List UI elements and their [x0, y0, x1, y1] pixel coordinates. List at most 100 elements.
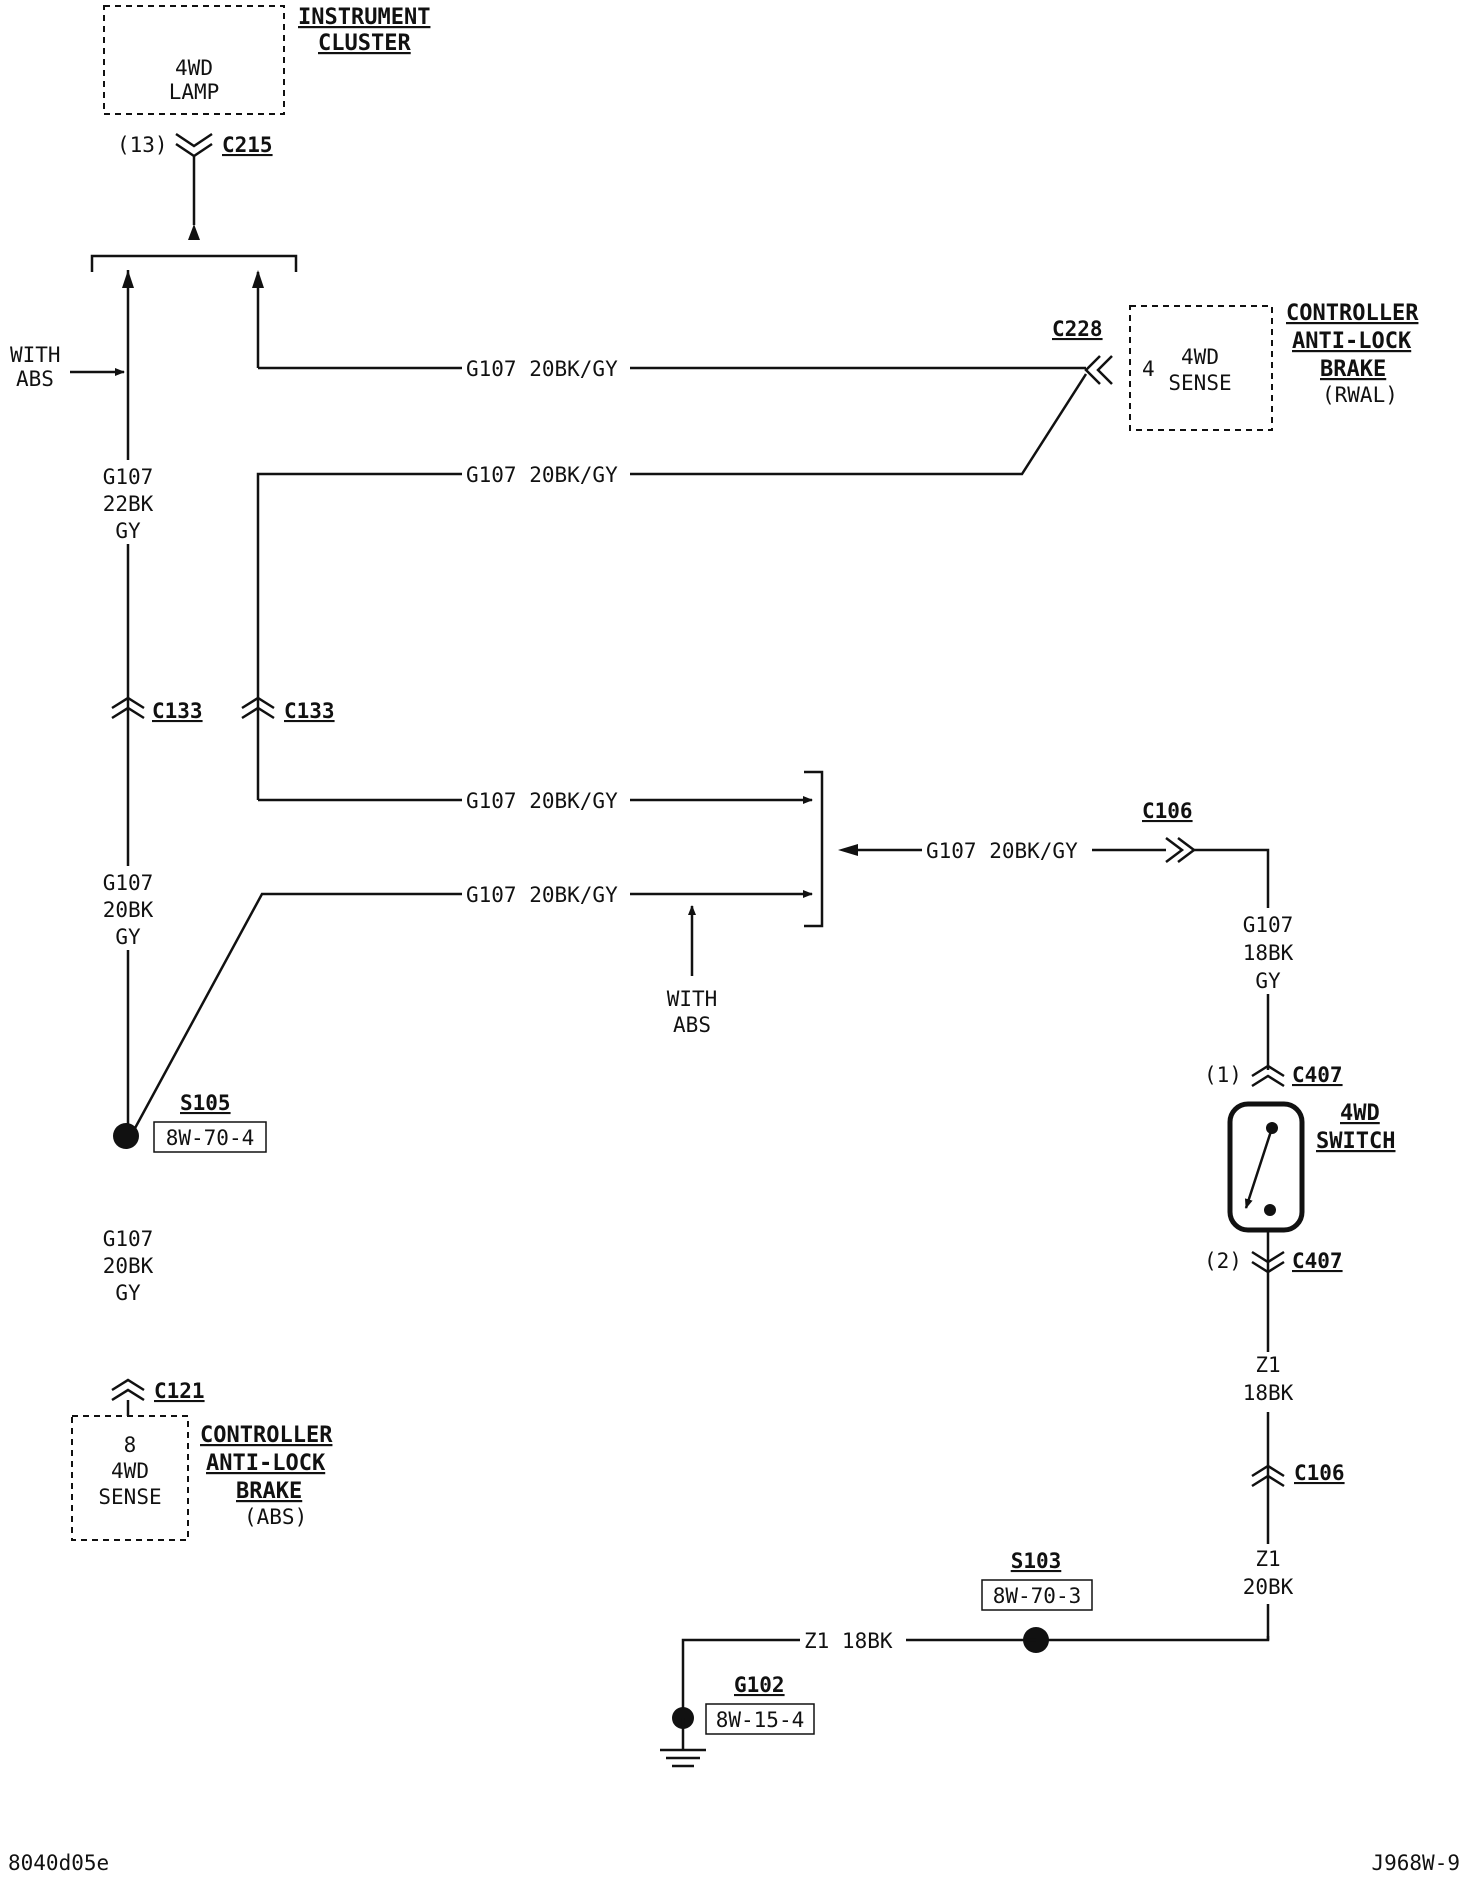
right-lower-wire-label-line1: Z1: [1255, 1547, 1280, 1571]
switch-title-line2: SWITCH: [1316, 1129, 1395, 1154]
instrument-cluster: 4WD LAMP INSTRUMENT CLUSTER (13) C215: [103, 5, 430, 158]
abs-pin-label: 8: [124, 1433, 137, 1457]
left-upper-wire-label-line3: GY: [115, 519, 141, 543]
instrument-cluster-title-line2: CLUSTER: [318, 31, 411, 56]
junction-bracket: [804, 770, 824, 928]
s105-splice-dot: [113, 1123, 139, 1149]
c228-connector-symbol: [1084, 355, 1113, 385]
left-lower-wire-label-line1: G107: [103, 1227, 154, 1251]
right-lower-label-bg: [1234, 1544, 1304, 1604]
right-upper-wire-label-line2: 18BK: [1243, 941, 1294, 965]
rwal-sense-line2: SENSE: [1168, 371, 1231, 395]
g102-ref-box: [705, 1703, 815, 1735]
cluster-feed-arrow: [188, 224, 200, 240]
rwal-second-label-bg: [462, 462, 630, 488]
abs-title-line1: CONTROLLER: [200, 1423, 333, 1448]
g102-name: G102: [734, 1673, 785, 1697]
c106-top-connector-label: C106: [1142, 799, 1193, 823]
switch-contact-bottom: [1264, 1204, 1276, 1216]
ground-wire-label-bg: [800, 1628, 906, 1654]
c133-to-junction-label-bg: [462, 788, 630, 814]
c106-bottom-connector-label: C106: [1294, 1461, 1345, 1485]
c133-left-connector-label: C133: [152, 699, 203, 723]
left-upper-label-bg: [90, 460, 166, 544]
g102-ref: 8W-15-4: [716, 1708, 805, 1732]
rwal-top-wire-label: G107 20BK/GY: [466, 357, 618, 381]
rwal-second-wire: [256, 373, 1088, 800]
controller-rwal: C228 4 4WD SENSE CONTROLLER ANTI-LOCK BR…: [1052, 301, 1419, 431]
left-main-arrow: [122, 270, 134, 288]
c407-bottom-pin-label: (2): [1204, 1249, 1242, 1273]
c215-connector-label: C215: [222, 133, 273, 157]
cluster-junction-bracket: [90, 254, 298, 272]
ground-wire-label: Z1 18BK: [804, 1629, 893, 1653]
c133-left-connector-symbol: [111, 696, 145, 720]
left-lower-wire-label-line2: 20BK: [103, 1254, 154, 1278]
right-mid-wire-label-line2: 18BK: [1243, 1381, 1294, 1405]
with-abs-mid-line1: WITH: [667, 987, 718, 1011]
c106-bottom-connector-symbol: [1251, 1464, 1285, 1488]
c407-bottom-connector-label: C407: [1292, 1249, 1343, 1273]
c215-pin-label: (13): [117, 133, 168, 157]
left-mid-wire-label-line3: GY: [115, 925, 141, 949]
instrument-cluster-title-line1: INSTRUMENT: [298, 5, 430, 30]
s103-splice-name: S103: [1011, 1549, 1062, 1573]
s105-ref-box: [153, 1121, 267, 1153]
abs-sense-line1: 4WD: [111, 1459, 149, 1483]
abs-sense-line2: SENSE: [98, 1485, 161, 1509]
left-lower-wire-label-line3: GY: [115, 1281, 141, 1305]
rwal-subtitle: (RWAL): [1322, 383, 1398, 407]
rwal-pin-label: 4: [1142, 357, 1155, 381]
right-lower-wire-label-line2: 20BK: [1243, 1575, 1294, 1599]
rwal-title-line3: BRAKE: [1320, 357, 1386, 382]
s105-splice-ref: 8W-70-4: [166, 1126, 255, 1150]
right-upper-wire-label-line1: G107: [1243, 913, 1294, 937]
c106-top-connector-symbol: [1165, 837, 1197, 863]
rwal-top-label-bg: [462, 356, 630, 382]
controller-abs: 8 4WD SENSE CONTROLLER ANTI-LOCK BRAKE (…: [71, 1415, 333, 1541]
c106-to-switch-wire: [1192, 848, 1270, 1070]
c133-right-connector-label: C133: [284, 699, 335, 723]
right-mid-wire-label-line1: Z1: [1255, 1353, 1280, 1377]
junction-to-c106-wire-label: G107 20BK/GY: [926, 839, 1078, 863]
left-mid-wire-label-line1: G107: [103, 871, 154, 895]
lamp-label-line1: 4WD: [175, 56, 213, 80]
left-upper-wire-label-line1: G107: [103, 465, 154, 489]
c407-top-connector-label: C407: [1292, 1063, 1343, 1087]
c133-right-connector-symbol: [241, 696, 275, 720]
junction-output-arrow: [838, 844, 858, 856]
c133-to-junction-wire-label: G107 20BK/GY: [466, 789, 618, 813]
switch-body: [1227, 1101, 1305, 1233]
right-upper-wire-label-line3: GY: [1255, 969, 1281, 993]
s105-splice-name: S105: [180, 1091, 231, 1115]
switch-4wd: (1) C407 4WD SWITCH (2) C407: [1204, 1063, 1395, 1274]
left-lower-label-bg: [90, 1222, 166, 1306]
left-mid-wire-label-line2: 20BK: [103, 898, 154, 922]
abs-title-line2: ANTI-LOCK: [206, 1451, 326, 1476]
left-mid-label-bg: [90, 866, 166, 950]
with-abs-left-line2: ABS: [16, 367, 54, 391]
junction-to-c106-label-bg: [922, 838, 1092, 864]
footer-right-code: J968W-9: [1371, 1851, 1460, 1875]
rwal-title-line1: CONTROLLER: [1286, 301, 1419, 326]
right-mid-label-bg: [1234, 1352, 1304, 1412]
rwal-sense-line1: 4WD: [1181, 345, 1219, 369]
switch-blade: [1244, 1127, 1274, 1209]
c407-top-pin-label: (1): [1204, 1063, 1242, 1087]
s105-to-junction-wire: [132, 890, 813, 1131]
c133-right-upper-arrow: [252, 270, 264, 288]
rwal-title-line2: ANTI-LOCK: [1292, 329, 1412, 354]
c228-connector-label: C228: [1052, 317, 1103, 341]
rwal-second-wire-label: G107 20BK/GY: [466, 463, 618, 487]
c407-top-connector-symbol: [1251, 1064, 1285, 1088]
right-upper-label-bg: [1234, 908, 1304, 994]
with-abs-left-line1: WITH: [10, 343, 61, 367]
s105-to-junction-label-bg: [462, 882, 630, 908]
switch-title-line1: 4WD: [1340, 1101, 1380, 1126]
s103-splice-ref: 8W-70-3: [993, 1584, 1082, 1608]
s103-feed-wire: [1036, 1636, 1270, 1642]
ground-wire: [681, 1638, 1036, 1720]
s103-ref-box: [981, 1579, 1093, 1611]
s105-to-junction-wire-label: G107 20BK/GY: [466, 883, 618, 907]
